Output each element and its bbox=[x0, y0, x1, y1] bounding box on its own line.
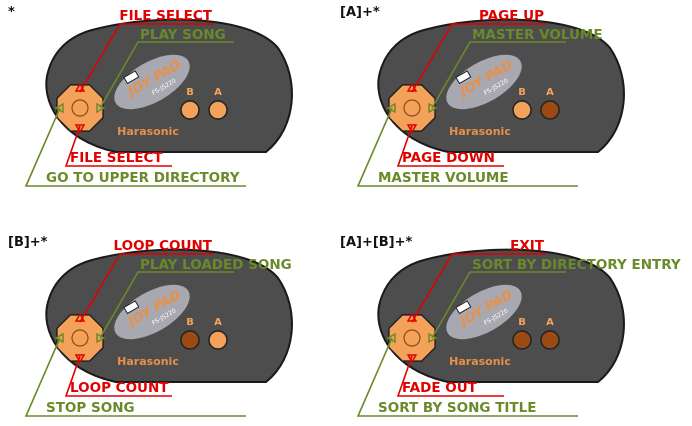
callout-up-line bbox=[411, 253, 546, 323]
callout-left-line bbox=[356, 107, 578, 187]
dpad-up-label: PAGE UP bbox=[479, 8, 544, 24]
logo-badge bbox=[446, 54, 522, 110]
dpad-down-arrow bbox=[406, 354, 418, 364]
cartridge-icon bbox=[455, 300, 472, 315]
dpad-right-label: MASTER VOLUME bbox=[472, 27, 603, 43]
combo-label: * bbox=[8, 5, 15, 20]
dpad-left-label: GO TO UPPER DIRECTORY bbox=[46, 170, 240, 186]
logo-badge bbox=[446, 284, 522, 340]
callout-up-line bbox=[79, 23, 214, 93]
callout-right-line bbox=[431, 271, 566, 339]
logo-badge bbox=[114, 54, 190, 110]
callout-right-line bbox=[431, 41, 566, 109]
callout-up-line bbox=[411, 23, 546, 93]
callout-right-line bbox=[99, 41, 234, 109]
button-a-label: A bbox=[214, 87, 222, 98]
button-a-label: A bbox=[546, 87, 554, 98]
dpad-center bbox=[71, 99, 89, 117]
brand-text: Harasonic bbox=[117, 125, 179, 138]
cartridge-icon bbox=[123, 300, 140, 315]
dpad-center bbox=[403, 329, 421, 347]
dpad-right-label: PLAY SONG bbox=[140, 27, 226, 43]
brand-text: Harasonic bbox=[449, 355, 511, 368]
dpad-down-label: FADE OUT bbox=[402, 380, 478, 396]
dpad-down-label: LOOP COUNT bbox=[70, 380, 169, 396]
button-b bbox=[512, 330, 532, 350]
dpad-right-label: SORT BY DIRECTORY ENTRY bbox=[472, 257, 681, 273]
button-b-label: B bbox=[518, 87, 526, 98]
callout-down-line bbox=[396, 125, 504, 167]
button-b-label: B bbox=[186, 87, 194, 98]
dpad-left-label: MASTER VOLUME bbox=[378, 170, 509, 186]
callout-up-line bbox=[79, 253, 214, 323]
dpad-center bbox=[403, 99, 421, 117]
button-a bbox=[208, 100, 228, 120]
callout-left-line bbox=[24, 337, 246, 417]
button-a-label: A bbox=[546, 317, 554, 328]
dpad-down-label: FILE SELECT bbox=[70, 150, 163, 166]
combo-label: [B]+* bbox=[8, 235, 48, 250]
brand-text: Harasonic bbox=[449, 125, 511, 138]
callout-left-line bbox=[24, 107, 246, 187]
dpad-right-label: PLAY LOADED SONG bbox=[140, 257, 292, 273]
dpad-up-label: LOOP COUNT bbox=[113, 238, 212, 254]
callout-right-line bbox=[99, 271, 234, 339]
brand-text: Harasonic bbox=[117, 355, 179, 368]
button-b bbox=[512, 100, 532, 120]
dpad-up-label: FILE SELECT bbox=[119, 8, 212, 24]
callout-left-line bbox=[356, 337, 578, 417]
button-a bbox=[540, 100, 560, 120]
dpad-down-arrow bbox=[406, 124, 418, 134]
combo-label: [A]+[B]+* bbox=[340, 235, 413, 250]
button-a bbox=[208, 330, 228, 350]
button-a-label: A bbox=[214, 317, 222, 328]
dpad-down-arrow bbox=[74, 354, 86, 364]
button-b bbox=[180, 100, 200, 120]
cartridge-icon bbox=[455, 70, 472, 85]
button-b-label: B bbox=[518, 317, 526, 328]
button-b-label: B bbox=[186, 317, 194, 328]
cartridge-icon bbox=[123, 70, 140, 85]
dpad-left-label: STOP SONG bbox=[46, 400, 135, 416]
combo-label: [A]+* bbox=[340, 5, 380, 20]
button-b bbox=[180, 330, 200, 350]
logo-badge bbox=[114, 284, 190, 340]
dpad-center bbox=[71, 329, 89, 347]
button-a bbox=[540, 330, 560, 350]
dpad-down-arrow bbox=[74, 124, 86, 134]
dpad-left-label: SORT BY SONG TITLE bbox=[378, 400, 536, 416]
callout-down-line bbox=[64, 125, 172, 167]
callout-down-line bbox=[64, 355, 172, 397]
callout-down-line bbox=[396, 355, 504, 397]
dpad-up-label: EXIT bbox=[510, 238, 545, 254]
dpad-down-label: PAGE DOWN bbox=[402, 150, 495, 166]
